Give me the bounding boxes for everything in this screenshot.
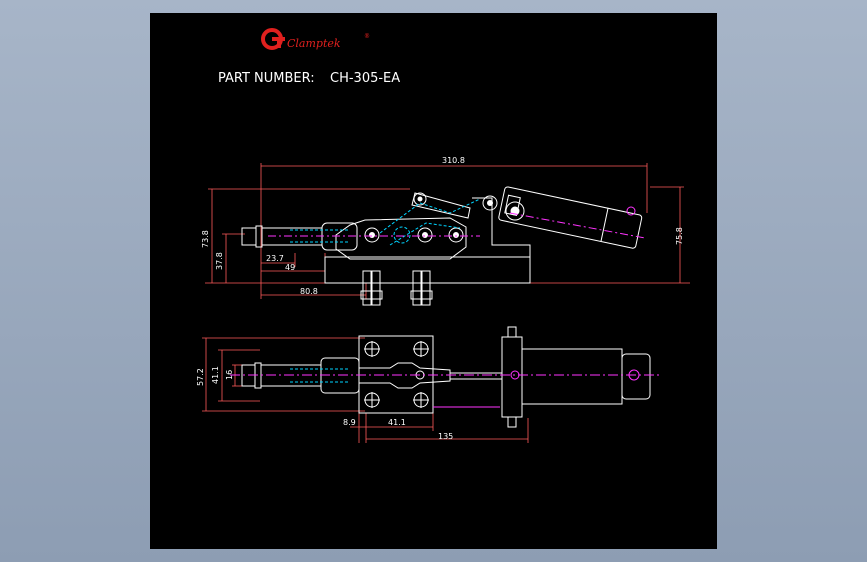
side-bolt-3 <box>412 270 422 306</box>
dim-length-from-base: 135 <box>438 432 453 441</box>
part-number-label: PART NUMBER: <box>218 71 315 86</box>
side-pivot-5 <box>482 195 498 211</box>
top-hidden-lines <box>290 368 350 383</box>
side-view: 310.8 23.7 49 80.8 73.8 37.8 75.8 <box>201 156 690 306</box>
dim-height-total: 73.8 <box>201 230 210 248</box>
dim-height-right: 75.8 <box>675 227 684 245</box>
dim-width-mid: 41.1 <box>211 366 220 384</box>
side-bolt-4 <box>421 270 431 306</box>
side-pivot-1 <box>364 227 380 243</box>
drawing-sheet: Clamptek ® PART NUMBER: CH-305-EA <box>150 13 717 549</box>
top-view: 57.2 41.1 16 8.9 41.1 135 <box>196 326 660 443</box>
dim-hole-spacing: 41.1 <box>388 418 406 427</box>
top-cylinder-cap <box>621 353 651 400</box>
side-spindle-nut <box>241 227 257 246</box>
side-link-body <box>335 217 467 260</box>
dim-spindle-to-base: 80.8 <box>300 287 318 296</box>
clamptek-logo: Clamptek ® <box>261 28 370 50</box>
dim-spindle-thread: 49 <box>285 263 295 272</box>
technical-drawing: Clamptek ® PART NUMBER: CH-305-EA <box>196 28 690 443</box>
logo-t-stem <box>277 37 281 48</box>
top-mounting-holes <box>364 341 429 408</box>
side-dim-lines <box>205 163 690 299</box>
registered-mark: ® <box>364 33 370 40</box>
dim-width-total: 57.2 <box>196 368 205 386</box>
dim-height-base: 37.8 <box>215 252 224 270</box>
side-upper-lever <box>411 192 471 219</box>
side-base-plate <box>324 256 531 284</box>
top-dim-lines <box>202 337 529 443</box>
dim-overall-length: 310.8 <box>442 156 465 165</box>
brand-name: Clamptek <box>287 37 341 50</box>
dim-width-small: 16 <box>225 370 234 380</box>
side-pivot-3 <box>448 227 464 243</box>
top-cylinder-body <box>521 348 623 405</box>
dim-spindle-length: 23.7 <box>266 254 284 263</box>
dim-edge-offset: 8.9 <box>343 418 356 427</box>
side-handle-pivot <box>505 201 525 221</box>
part-number-value: CH-305-EA <box>330 71 400 86</box>
side-bolt-2 <box>371 270 381 306</box>
side-cylinder-port <box>626 206 636 216</box>
side-bolt-1 <box>362 270 372 306</box>
side-pivot-2 <box>417 227 433 243</box>
side-hidden-lines <box>290 198 481 246</box>
side-cylinder <box>498 186 643 249</box>
